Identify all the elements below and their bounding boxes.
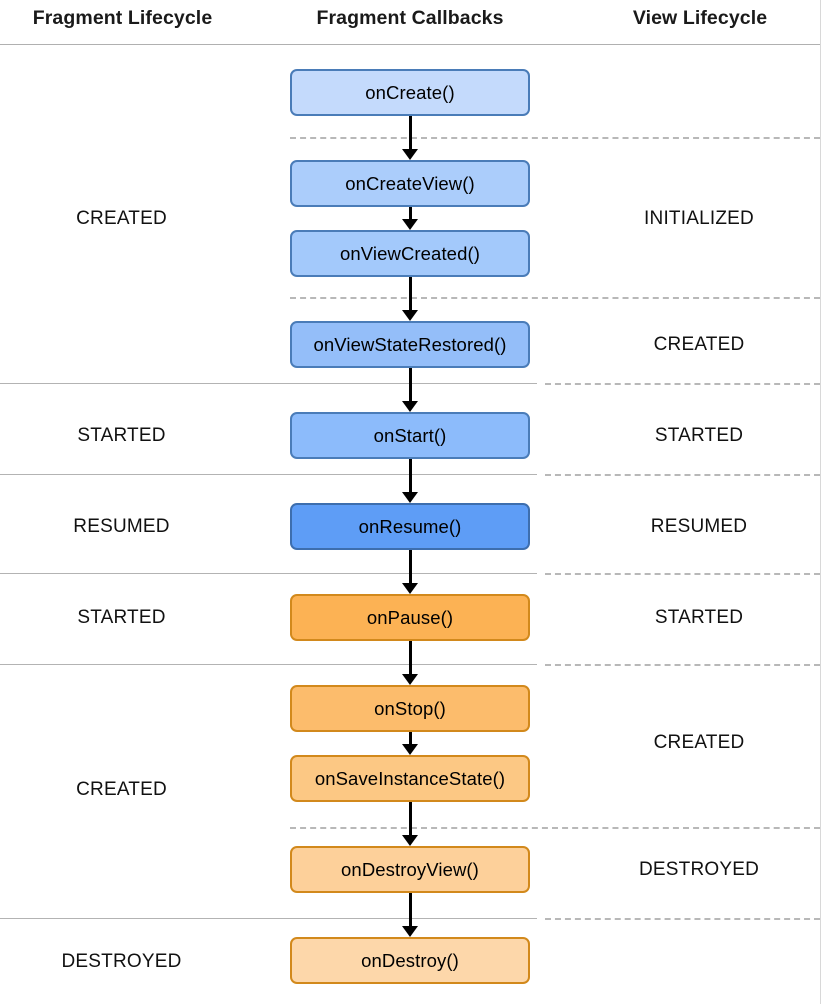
- fragment-lifecycle-state-label: STARTED: [77, 607, 166, 628]
- view-lifecycle-state-label: DESTROYED: [638, 859, 760, 880]
- callback-box[interactable]: onStart(): [290, 412, 530, 459]
- fragment-lifecycle-state-label: CREATED: [76, 208, 167, 229]
- divider-rule-solid: [0, 918, 537, 919]
- flow-arrow-head: [402, 401, 418, 412]
- view-lifecycle-state-label: CREATED: [653, 732, 745, 753]
- callback-box-label: onCreateView(): [345, 172, 475, 194]
- flow-arrow-line: [409, 893, 412, 926]
- divider-rule-solid: [0, 573, 537, 574]
- fragment-lifecycle-state-label: RESUMED: [73, 516, 170, 537]
- view-lifecycle-state-label: STARTED: [654, 425, 744, 446]
- flow-arrow-head: [402, 926, 418, 937]
- column-header-fragment-lifecycle: Fragment Lifecycle: [32, 7, 213, 29]
- flow-arrow-line: [409, 277, 412, 310]
- divider-rule-dashed: [545, 474, 820, 476]
- callback-box-label: onPause(): [366, 606, 454, 628]
- divider-rule-solid: [0, 664, 537, 665]
- callback-box[interactable]: onResume(): [290, 503, 530, 550]
- callback-box-label: onSaveInstanceState(): [314, 767, 506, 789]
- fragment-lifecycle-state-label: STARTED: [77, 425, 166, 446]
- callback-box-label: onDestroyView(): [341, 858, 479, 880]
- flow-arrow-line: [409, 207, 412, 219]
- fragment-lifecycle-state-label: DESTROYED: [61, 951, 182, 972]
- view-lifecycle-state-label: RESUMED: [650, 516, 748, 537]
- divider-rule-dashed: [545, 383, 820, 385]
- divider-rule-dashed: [290, 297, 820, 299]
- column-header-view-lifecycle: View Lifecycle: [632, 7, 768, 29]
- flow-arrow-head: [402, 744, 418, 755]
- divider-rule-dashed: [290, 827, 820, 829]
- column-header-fragment-callbacks: Fragment Callbacks: [316, 7, 504, 29]
- flow-arrow-line: [409, 641, 412, 674]
- callback-box[interactable]: onStop(): [290, 685, 530, 732]
- callback-box[interactable]: onDestroy(): [290, 937, 530, 984]
- divider-rule-dashed: [545, 573, 820, 575]
- view-lifecycle-state-label: STARTED: [654, 607, 744, 628]
- divider-rule-dashed: [290, 137, 820, 139]
- callback-box[interactable]: onViewStateRestored(): [290, 321, 530, 368]
- divider-rule-solid: [0, 474, 537, 475]
- callback-box[interactable]: onCreate(): [290, 69, 530, 116]
- fragment-lifecycle-state-label: CREATED: [76, 779, 167, 800]
- flow-arrow-head: [402, 674, 418, 685]
- divider-rule-dashed: [545, 664, 820, 666]
- callback-box[interactable]: onDestroyView(): [290, 846, 530, 893]
- flow-arrow-head: [402, 149, 418, 160]
- flow-arrow-head: [402, 492, 418, 503]
- callback-box[interactable]: onPause(): [290, 594, 530, 641]
- callback-box-label: onStop(): [374, 697, 446, 719]
- flow-arrow-line: [409, 116, 412, 149]
- callback-box-label: onStart(): [373, 424, 447, 446]
- flow-arrow-head: [402, 310, 418, 321]
- flow-arrow-line: [409, 459, 412, 492]
- flow-arrow-line: [409, 802, 412, 835]
- callback-box[interactable]: onCreateView(): [290, 160, 530, 207]
- flow-arrow-line: [409, 732, 412, 744]
- column-headers: Fragment Lifecycle Fragment Callbacks Vi…: [0, 0, 820, 45]
- callback-box[interactable]: onViewCreated(): [290, 230, 530, 277]
- divider-rule-dashed: [545, 918, 820, 920]
- flow-arrow-head: [402, 583, 418, 594]
- callback-box-label: onCreate(): [365, 81, 455, 103]
- callback-box-label: onDestroy(): [361, 949, 459, 971]
- callback-box-label: onResume(): [358, 515, 462, 537]
- callback-box-label: onViewStateRestored(): [313, 333, 507, 355]
- flow-arrow-head: [402, 835, 418, 846]
- divider-rule-solid: [0, 383, 537, 384]
- flow-arrow-line: [409, 368, 412, 401]
- callback-box[interactable]: onSaveInstanceState(): [290, 755, 530, 802]
- flow-arrow-line: [409, 550, 412, 583]
- view-lifecycle-state-label: CREATED: [653, 334, 745, 355]
- callback-box-label: onViewCreated(): [340, 242, 480, 264]
- flow-arrow-head: [402, 219, 418, 230]
- view-lifecycle-state-label: INITIALIZED: [644, 208, 754, 229]
